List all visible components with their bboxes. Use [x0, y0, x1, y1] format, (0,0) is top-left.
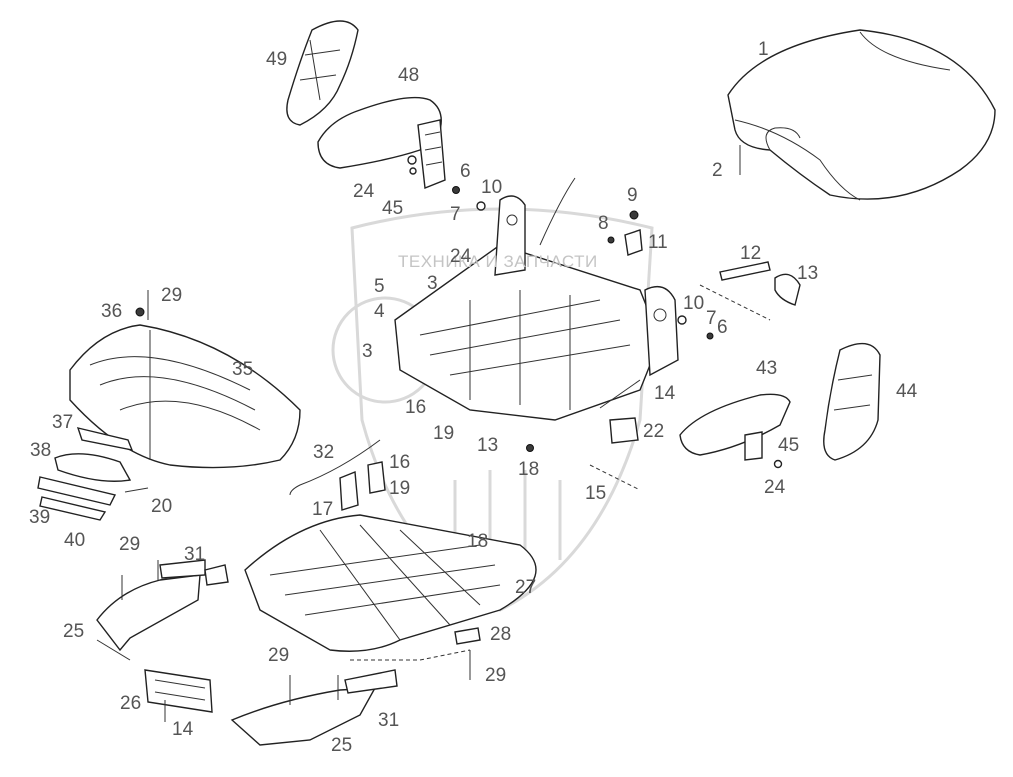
callout-29-left: 29: [119, 534, 141, 555]
callout-32: 32: [313, 442, 335, 463]
armrest-cover-left-part: [286, 20, 359, 126]
seat-frame-part: [394, 177, 679, 421]
callout-18-mid: 18: [518, 459, 540, 480]
watermark-text: ТЕХНИКА И ЗАПЧАСТИ: [398, 252, 598, 271]
callout-16-low: 16: [389, 452, 411, 473]
armrest-right-part: [679, 393, 791, 469]
seat-cushion-part: [727, 29, 996, 201]
callout-19-low: 19: [389, 478, 411, 499]
armrest-left-part: [317, 96, 446, 189]
callout-12: 12: [740, 243, 762, 264]
callout-44: 44: [896, 381, 918, 402]
callout-4: 4: [374, 301, 385, 322]
callout-35: 35: [232, 359, 254, 380]
callout-7-top: 7: [450, 204, 461, 225]
callout-25-left: 25: [63, 621, 85, 642]
callout-19-mid: 19: [433, 423, 455, 444]
callout-49: 49: [266, 49, 288, 70]
callout-22: 22: [643, 421, 665, 442]
callout-13-mid: 13: [477, 435, 499, 456]
callout-31-right: 31: [378, 710, 400, 731]
callout-14-bottom: 14: [172, 719, 194, 740]
callout-3-mid: 3: [362, 341, 373, 362]
callout-10-right: 10: [683, 293, 705, 314]
callout-17: 17: [312, 499, 334, 520]
callout-6-top: 6: [460, 161, 471, 182]
callout-28: 28: [490, 624, 512, 645]
callout-14-mid: 14: [654, 383, 676, 404]
callout-29-bottom: 29: [268, 645, 290, 666]
callout-10-top: 10: [481, 177, 503, 198]
callout-27: 27: [515, 577, 537, 598]
callout-13-top: 13: [797, 263, 819, 284]
callout-24-mid: 24: [450, 246, 472, 267]
callout-9: 9: [627, 185, 638, 206]
callout-1: 1: [758, 39, 769, 60]
callout-37: 37: [52, 412, 74, 433]
callout-24-right: 24: [764, 477, 786, 498]
callout-36: 36: [101, 301, 123, 322]
callout-3-top: 3: [427, 273, 438, 294]
callout-48: 48: [398, 65, 420, 86]
callout-25-right: 25: [331, 735, 353, 756]
callout-8: 8: [598, 213, 609, 234]
callout-24-top: 24: [353, 181, 375, 202]
callout-7-right: 7: [706, 308, 717, 329]
callout-2: 2: [712, 160, 723, 181]
callout-39: 39: [29, 507, 51, 528]
callout-15: 15: [585, 483, 607, 504]
callout-26: 26: [120, 693, 142, 714]
backrest-pan-part: [69, 290, 301, 469]
callout-40: 40: [64, 530, 86, 551]
callout-20: 20: [151, 496, 173, 517]
callout-45-right: 45: [778, 435, 800, 456]
armrest-cover-right-part: [823, 342, 881, 461]
callout-29-right: 29: [485, 665, 507, 686]
callout-45-top: 45: [382, 198, 404, 219]
callout-31-left: 31: [184, 544, 206, 565]
callout-16-mid: 16: [405, 397, 427, 418]
base-plate-part: [244, 514, 537, 652]
callout-5: 5: [374, 276, 385, 297]
callout-6-right: 6: [717, 317, 728, 338]
callout-38: 38: [30, 440, 52, 461]
callout-18-low: 18: [467, 531, 489, 552]
callout-43: 43: [756, 358, 778, 379]
callout-29-top: 29: [161, 285, 183, 306]
callout-11: 11: [648, 232, 668, 253]
